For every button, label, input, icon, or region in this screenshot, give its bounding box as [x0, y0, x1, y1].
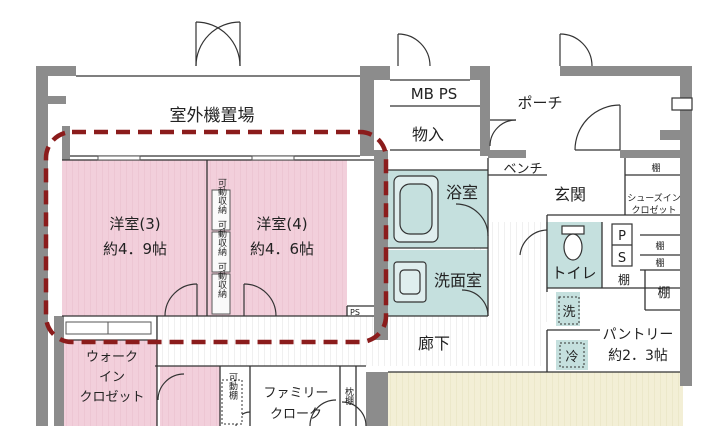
label-toilet: トイレ: [551, 264, 596, 282]
label-porch: ポーチ: [517, 94, 562, 112]
label-shelf-2: 棚: [655, 240, 664, 252]
walkin-floor: [62, 340, 157, 426]
label-outdoor-unit: 室外機置場: [170, 106, 255, 126]
label-pantry-2: 約2．3帖: [608, 348, 668, 364]
label-shelf-3: 棚: [655, 257, 664, 269]
label-western4-size: 約4．6帖: [250, 240, 314, 258]
label-bench: ベンチ: [503, 162, 542, 177]
label-western3-size: 約4．9帖: [103, 240, 167, 258]
label-bath: 浴室: [446, 183, 478, 202]
walls: [36, 66, 692, 426]
label-shelf-5: 棚: [657, 286, 670, 301]
label-ps-small: PS: [350, 308, 360, 317]
label-entrance: 玄関: [554, 185, 586, 204]
label-family-2: クローク: [270, 407, 322, 422]
label-walkin-2: イン: [99, 370, 125, 385]
label-western3-name: 洋室(3): [109, 215, 160, 233]
label-pillow-shelf: 枕棚: [343, 386, 354, 406]
label-walkin-1: ウォーク: [86, 350, 138, 365]
closet-doors: [65, 155, 295, 335]
label-shoe-closet-2: クロゼット: [631, 204, 676, 216]
label-family-1: ファミリー: [263, 386, 328, 401]
living-floor: [388, 372, 683, 426]
label-fridge: 冷: [565, 350, 578, 365]
label-walkin-3: クロゼット: [79, 390, 144, 405]
label-movable-c: 可動収納: [216, 262, 227, 299]
western3-floor: [62, 160, 207, 316]
bathtub: [393, 175, 439, 243]
movable-shelf-box: [221, 379, 243, 425]
label-shelf-4: 棚: [618, 272, 630, 287]
wash-appliance-box: [558, 296, 580, 325]
wash-appliance-floor: [556, 292, 580, 326]
label-washroom: 洗面室: [434, 271, 482, 290]
fridge-box: [559, 342, 585, 368]
toilet-fixture: [561, 225, 585, 261]
door-swings: [157, 21, 621, 426]
label-movable-a: 可動収納: [216, 178, 227, 215]
label-ps-s: S: [618, 251, 626, 266]
label-storage: 物入: [412, 125, 444, 144]
label-shoe-closet-1: シューズイン: [627, 192, 681, 204]
label-shelf-1: 棚: [651, 162, 660, 174]
label-western4-name: 洋室(4): [256, 215, 307, 233]
bedroom-bottom-floor: [160, 366, 220, 426]
label-corridor: 廊下: [418, 334, 450, 353]
window-icon: [671, 97, 693, 111]
label-pantry-1: パントリー: [603, 327, 674, 343]
label-movable-b: 可動収納: [216, 220, 227, 257]
highlight-frame: [43, 129, 389, 345]
label-mbps: MB PS: [411, 85, 458, 103]
label-wash-appliance: 洗: [562, 305, 575, 320]
wash-basin: [393, 261, 427, 303]
label-ps-p: P: [618, 229, 626, 244]
label-movable-shelf: 可動棚: [227, 372, 238, 400]
fridge-floor: [556, 340, 588, 370]
interior-lines: [62, 75, 680, 426]
